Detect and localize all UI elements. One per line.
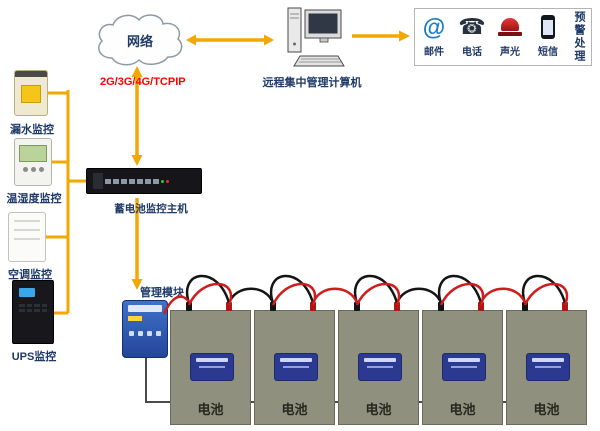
ups-tower — [12, 280, 54, 344]
network-cloud: 网络 — [98, 14, 183, 66]
battery-monitor-module — [526, 353, 570, 381]
smartphone-icon — [541, 15, 555, 39]
cloud-shape — [98, 14, 183, 66]
battery-monitor-module — [274, 353, 318, 381]
cloud-label: 网络 — [127, 34, 153, 49]
alert-panel-side-label: 预警处理 — [573, 11, 585, 63]
mail-icon: @ — [422, 13, 446, 40]
air-conditioner-label: 空调监控 — [8, 269, 52, 281]
arrow-cloud-computer — [186, 34, 274, 46]
ups-screen — [19, 288, 35, 297]
rack-port — [121, 178, 127, 184]
protocol-label: 2G/3G/4G/TCPIP — [100, 76, 186, 88]
management-module — [122, 300, 168, 358]
battery-label: 电池 — [449, 402, 476, 417]
alert-item-phone: ☎ 电话 — [453, 9, 491, 65]
battery-monitor-module — [190, 353, 234, 381]
module-label: 管理模块 — [140, 287, 184, 299]
alert-item-label: 声光 — [500, 47, 520, 58]
rack-panel — [93, 173, 103, 189]
host-label: 蓄电池监控主机 — [114, 203, 188, 215]
computer-tower — [287, 7, 302, 53]
module-display — [128, 305, 162, 312]
alert-panel: @ 邮件 ☎ 电话 声光 短信 预警处理 — [414, 8, 592, 66]
rack-port — [129, 178, 135, 184]
battery-5: 电池 — [506, 310, 587, 425]
alert-item-mail: @ 邮件 — [415, 9, 453, 65]
water-leak-sensor — [14, 70, 48, 116]
device-buttons — [15, 167, 51, 172]
rack-port — [137, 178, 143, 184]
siren-icon — [498, 18, 522, 36]
battery-monitor-module — [358, 353, 402, 381]
battery-monitoring-host — [86, 168, 202, 194]
arrow-computer-alerts — [352, 30, 410, 42]
vent-line — [14, 229, 40, 231]
alert-item-label: 邮件 — [424, 47, 444, 58]
lcd-screen — [19, 145, 47, 162]
alert-item-label: 短信 — [538, 47, 558, 58]
temp-humidity-sensor — [14, 138, 52, 186]
module-tag — [128, 316, 142, 321]
vent-line — [14, 220, 40, 222]
alert-item-label: 电话 — [462, 47, 482, 58]
ups-vents — [19, 304, 47, 312]
battery-monitor-module — [442, 353, 486, 381]
phone-icon: ☎ — [458, 14, 486, 39]
battery-label: 电池 — [281, 402, 308, 417]
rack-port — [145, 178, 151, 184]
device-top-strip — [15, 71, 47, 77]
battery-3: 电池 — [338, 310, 419, 425]
battery-label: 电池 — [197, 402, 224, 417]
battery-2: 电池 — [254, 310, 335, 425]
module-ports — [123, 331, 167, 336]
water-leak-label: 漏水监控 — [10, 124, 54, 136]
status-led-green — [161, 179, 164, 183]
rack-port — [113, 178, 119, 184]
ups-label: UPS监控 — [11, 351, 57, 363]
battery-label: 电池 — [365, 402, 392, 417]
battery-1: 电池 — [170, 310, 251, 425]
warning-sticker — [21, 85, 41, 103]
computer-keyboard — [293, 55, 345, 67]
alert-item-sound-light: 声光 — [491, 9, 529, 65]
battery-4: 电池 — [422, 310, 503, 425]
computer-label: 远程集中管理计算机 — [262, 77, 362, 89]
vent-line — [14, 238, 40, 240]
air-conditioner-unit — [8, 212, 46, 262]
temp-humidity-label: 温湿度监控 — [6, 193, 62, 205]
rack-port — [105, 178, 111, 184]
rack-port — [153, 178, 159, 184]
status-led-red — [166, 179, 169, 183]
alert-item-sms: 短信 — [529, 9, 567, 65]
black-cables — [185, 274, 567, 304]
management-computer — [287, 7, 345, 67]
battery-label: 电池 — [533, 402, 560, 417]
computer-screen — [308, 13, 338, 34]
